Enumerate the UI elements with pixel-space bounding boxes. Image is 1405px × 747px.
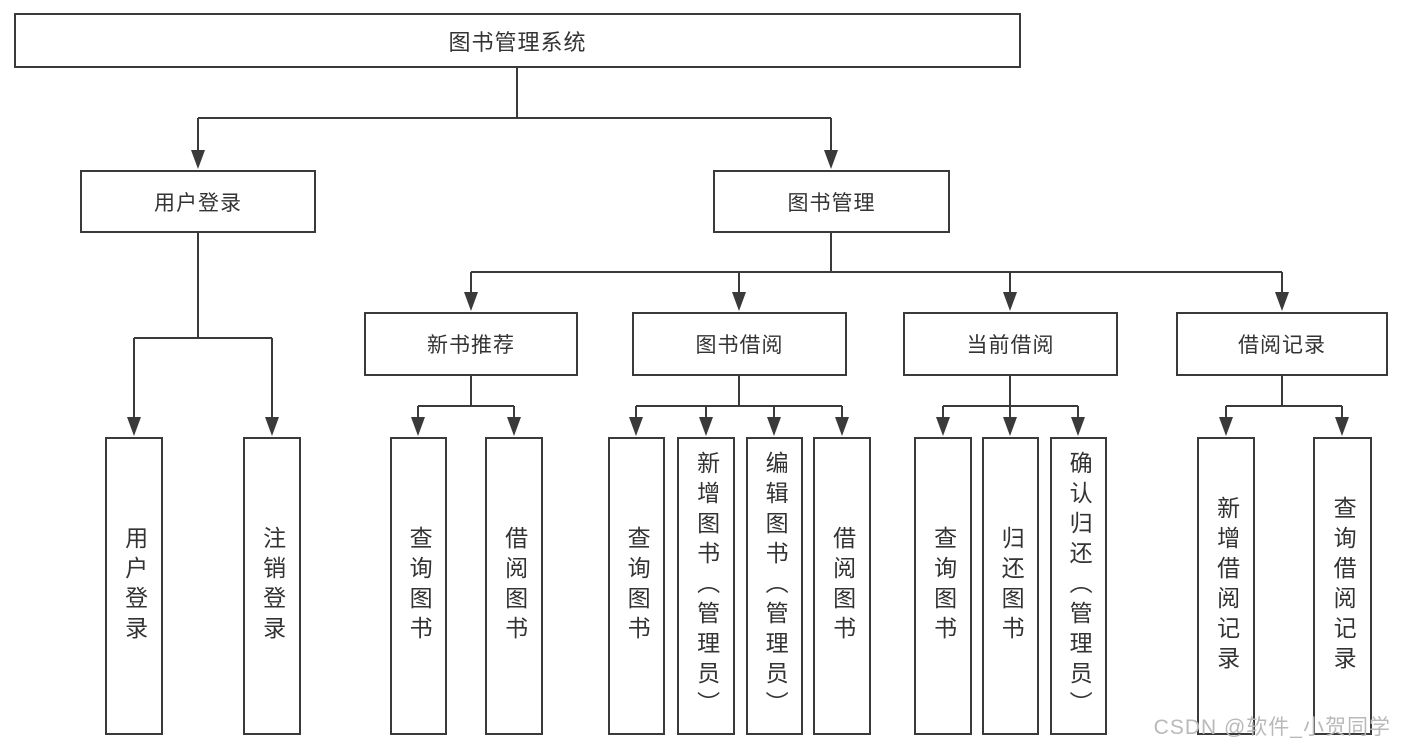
node-cb-confirm-return-admin: 确认归还（管理员） [1050,437,1107,735]
node-cb-return-books: 归还图书 [982,437,1039,735]
node-borrow-records-label: 借阅记录 [1238,334,1326,357]
node-nb-query-books: 查询图书 [390,437,447,735]
node-cb-query-books-label: 查询图书 [930,526,957,646]
node-bb-edit-books-admin-label: 编辑图书（管理员） [762,451,789,721]
node-nb-borrow-books: 借阅图书 [485,437,543,735]
node-root-label: 图书管理系统 [448,29,587,55]
node-bb-borrow-books: 借阅图书 [813,437,871,735]
node-book-management: 图书管理 [713,170,950,233]
node-book-borrow-label: 图书借阅 [695,334,784,357]
node-cb-query-books: 查询图书 [914,437,972,735]
node-login-action-label: 用户登录 [121,526,148,646]
node-br-add-record-label: 新增借阅记录 [1213,496,1240,676]
node-bb-query-books-label: 查询图书 [624,526,651,646]
node-bb-add-books-admin: 新增图书（管理员） [677,437,735,735]
node-new-book-recommend: 新书推荐 [364,312,578,376]
node-br-add-record: 新增借阅记录 [1197,437,1255,735]
node-bb-add-books-admin-label: 新增图书（管理员） [693,451,720,721]
node-borrow-records: 借阅记录 [1176,312,1388,376]
node-bb-query-books: 查询图书 [608,437,665,735]
node-br-query-record-label: 查询借阅记录 [1330,496,1357,676]
node-user-login: 用户登录 [80,170,316,233]
node-logout-action-label: 注销登录 [259,526,286,646]
node-new-book-recommend-label: 新书推荐 [427,334,515,357]
node-logout-action: 注销登录 [243,437,301,735]
node-nb-query-books-label: 查询图书 [406,526,433,646]
node-br-query-record: 查询借阅记录 [1313,437,1372,735]
node-cb-return-books-label: 归还图书 [998,526,1025,646]
node-current-borrow: 当前借阅 [903,312,1118,376]
node-user-login-label: 用户登录 [154,191,242,215]
node-book-borrow: 图书借阅 [632,312,847,376]
csdn-watermark: CSDN @软件_小贺同学 [1153,716,1391,739]
node-bb-edit-books-admin: 编辑图书（管理员） [746,437,803,735]
node-cb-confirm-return-admin-label: 确认归还（管理员） [1066,451,1093,721]
node-nb-borrow-books-label: 借阅图书 [501,526,528,646]
node-current-borrow-label: 当前借阅 [966,334,1055,357]
node-login-action: 用户登录 [105,437,163,735]
node-book-management-label: 图书管理 [787,191,876,215]
node-root: 图书管理系统 [14,13,1021,68]
node-bb-borrow-books-label: 借阅图书 [829,526,856,646]
